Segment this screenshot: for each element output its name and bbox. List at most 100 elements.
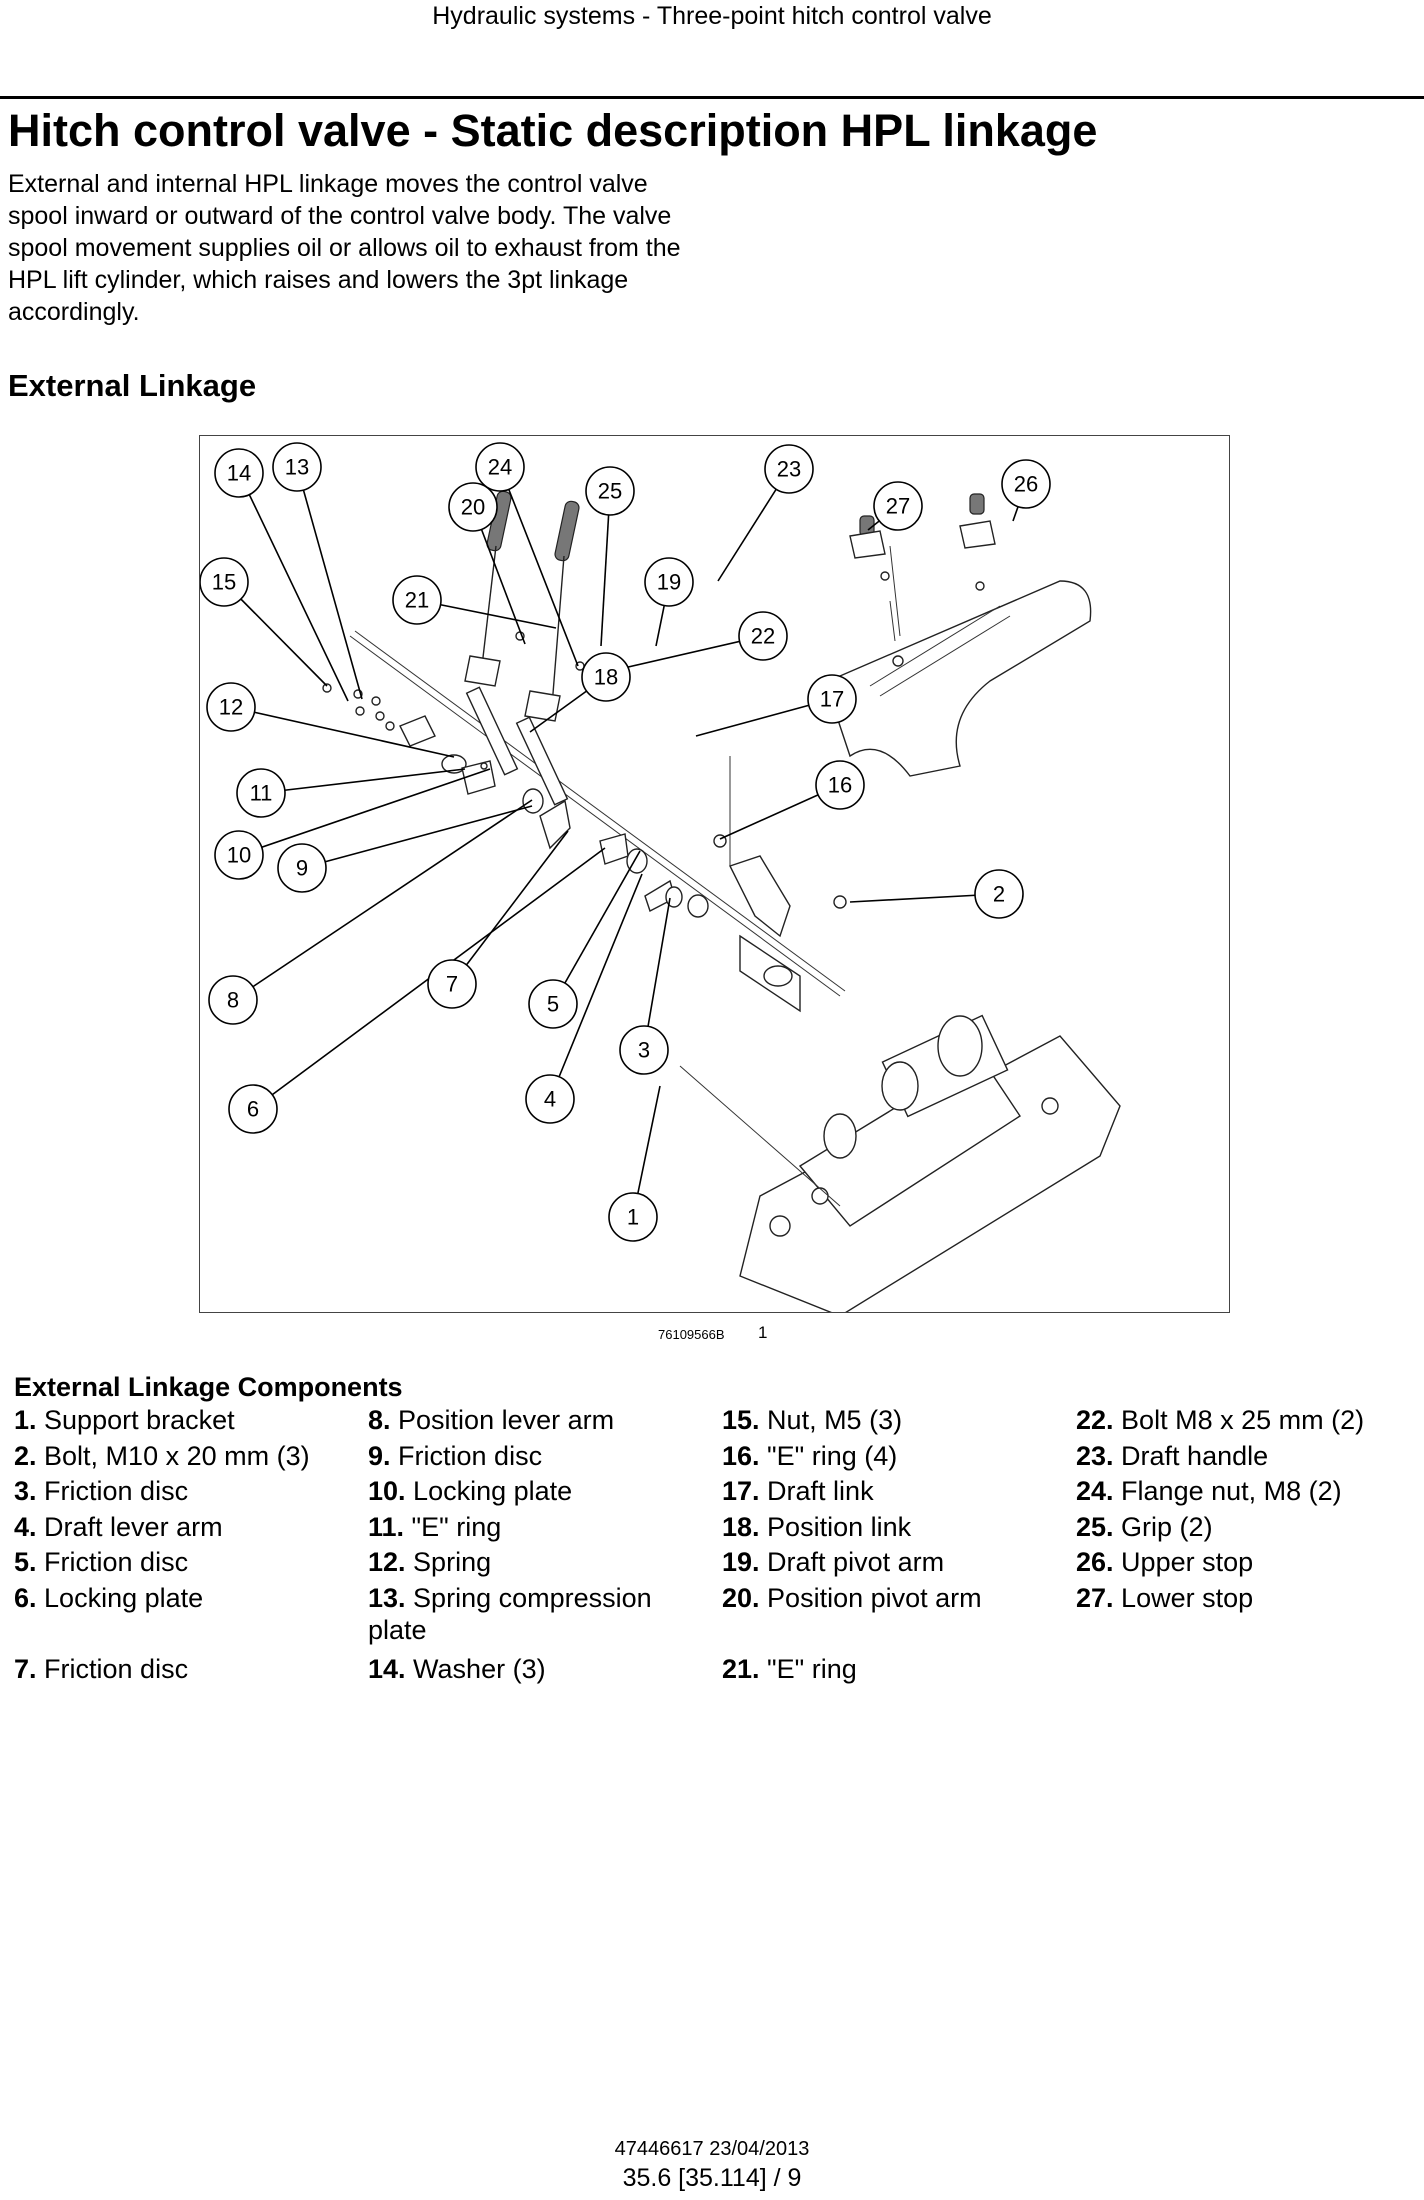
component-number: 23. — [1076, 1440, 1114, 1471]
svg-text:22: 22 — [751, 624, 775, 649]
component-item-16: 16. "E" ring (4) — [722, 1440, 1062, 1472]
component-name: "E" ring — [759, 1653, 857, 1684]
component-item-15: 15. Nut, M5 (3) — [722, 1404, 1062, 1436]
leader-line-7 — [451, 830, 569, 985]
svg-text:7: 7 — [446, 972, 458, 997]
leader-line-14 — [238, 472, 349, 702]
component-item-8: 8. Position lever arm — [368, 1404, 698, 1436]
linkage-diagram: 1234567891011121314151617181920212223242… — [200, 442, 1121, 1312]
component-item-23: 23. Draft handle — [1076, 1440, 1416, 1472]
component-number: 10. — [368, 1476, 406, 1506]
footer-page-number: 35.6 [35.114] / 9 — [622, 2164, 802, 2192]
component-number: 2. — [14, 1440, 37, 1471]
callout-26: 26 — [1001, 459, 1051, 509]
leader-line-4 — [549, 873, 643, 1100]
leader-line-5 — [552, 850, 641, 1005]
levers-and-links-drawing — [464, 490, 727, 848]
callout-1: 1 — [608, 1192, 658, 1242]
component-name: "E" ring — [404, 1511, 502, 1542]
callout-8: 8 — [208, 975, 258, 1025]
svg-text:25: 25 — [598, 479, 622, 504]
svg-text:11: 11 — [250, 781, 273, 806]
svg-text:4: 4 — [544, 1087, 556, 1112]
component-name: Spring — [405, 1547, 492, 1577]
component-item-21: 21. "E" ring — [722, 1653, 1062, 1685]
component-item-24: 24. Flange nut, M8 (2) — [1076, 1475, 1416, 1507]
component-name: Bolt M8 x 25 mm (2) — [1113, 1405, 1365, 1435]
header-rule — [0, 96, 1424, 99]
svg-text:13: 13 — [285, 455, 309, 480]
component-name: Upper stop — [1113, 1547, 1254, 1577]
component-name: Position pivot arm — [759, 1582, 982, 1613]
component-item-14: 14. Washer (3) — [368, 1653, 698, 1685]
component-name: Lower stop — [1113, 1582, 1254, 1613]
component-number: 17. — [722, 1476, 760, 1506]
component-name: Nut, M5 (3) — [759, 1405, 903, 1435]
callout-23: 23 — [764, 444, 814, 494]
svg-text:14: 14 — [227, 461, 251, 486]
component-number: 19. — [722, 1547, 760, 1577]
component-number: 15. — [722, 1405, 760, 1435]
callout-2: 2 — [974, 869, 1024, 919]
component-number: 11. — [368, 1511, 405, 1542]
component-number: 20. — [722, 1582, 760, 1613]
component-item-1: 1. Support bracket — [14, 1404, 354, 1436]
component-item-27: 27. Lower stop — [1076, 1582, 1416, 1614]
component-number: 26. — [1076, 1547, 1114, 1577]
component-number: 27. — [1076, 1582, 1114, 1613]
component-number: 24. — [1076, 1476, 1114, 1506]
svg-text:23: 23 — [777, 457, 801, 482]
component-number: 9. — [368, 1440, 391, 1471]
component-item-2: 2. Bolt, M10 x 20 mm (3) — [14, 1440, 354, 1472]
callout-20: 20 — [448, 482, 498, 532]
figure-number: 1 — [758, 1323, 768, 1342]
footer-doc-id: 47446617 23/04/2013 — [614, 2138, 810, 2160]
component-item-20: 20. Position pivot arm — [722, 1582, 1062, 1614]
component-name: Draft link — [759, 1476, 874, 1506]
svg-text:19: 19 — [657, 570, 681, 595]
component-name: Locking plate — [405, 1476, 573, 1506]
components-heading: External Linkage Components — [14, 1372, 403, 1402]
component-item-7: 7. Friction disc — [14, 1653, 354, 1685]
leader-line-3 — [643, 897, 671, 1051]
callout-15: 15 — [200, 557, 249, 607]
component-item-9: 9. Friction disc — [368, 1440, 698, 1472]
callout-5: 5 — [528, 979, 578, 1029]
leader-line-8 — [232, 799, 533, 1001]
component-item-17: 17. Draft link — [722, 1475, 1062, 1507]
callout-13: 13 — [272, 442, 322, 492]
running-header: Hydraulic systems - Three-point hitch co… — [432, 2, 992, 30]
svg-text:9: 9 — [296, 856, 308, 881]
svg-text:3: 3 — [638, 1038, 650, 1063]
svg-text:17: 17 — [820, 687, 844, 712]
svg-text:27: 27 — [886, 494, 910, 519]
callout-21: 21 — [392, 575, 442, 625]
support-bracket-drawing — [349, 630, 846, 1013]
leader-line-11 — [260, 768, 466, 794]
callout-9: 9 — [277, 843, 327, 893]
svg-text:1: 1 — [627, 1205, 639, 1230]
leader-line-25 — [600, 490, 611, 647]
svg-text:24: 24 — [488, 455, 512, 480]
callout-11: 11 — [236, 768, 286, 818]
page-title: Hitch control valve - Static description… — [8, 105, 1098, 156]
callout-14: 14 — [214, 448, 264, 498]
component-item-18: 18. Position link — [722, 1511, 1062, 1543]
component-item-13: 13. Spring compression plate — [368, 1582, 698, 1646]
component-number: 7. — [14, 1653, 37, 1684]
component-name: Draft lever arm — [36, 1511, 223, 1542]
component-name: Flange nut, M8 (2) — [1113, 1476, 1342, 1506]
callout-17: 17 — [807, 674, 857, 724]
component-item-22: 22. Bolt M8 x 25 mm (2) — [1076, 1404, 1416, 1436]
component-name: "E" ring (4) — [759, 1440, 898, 1471]
intro-paragraph: External and internal HPL linkage moves … — [8, 170, 681, 326]
component-name: Spring compression plate — [368, 1582, 652, 1645]
component-item-12: 12. Spring — [368, 1546, 698, 1578]
component-number: 4. — [14, 1511, 37, 1542]
leader-line-2 — [849, 893, 1000, 903]
svg-text:12: 12 — [219, 695, 243, 720]
callout-22: 22 — [738, 611, 788, 661]
component-number: 16. — [722, 1440, 760, 1471]
figure-code: 76109566B — [658, 1327, 725, 1342]
